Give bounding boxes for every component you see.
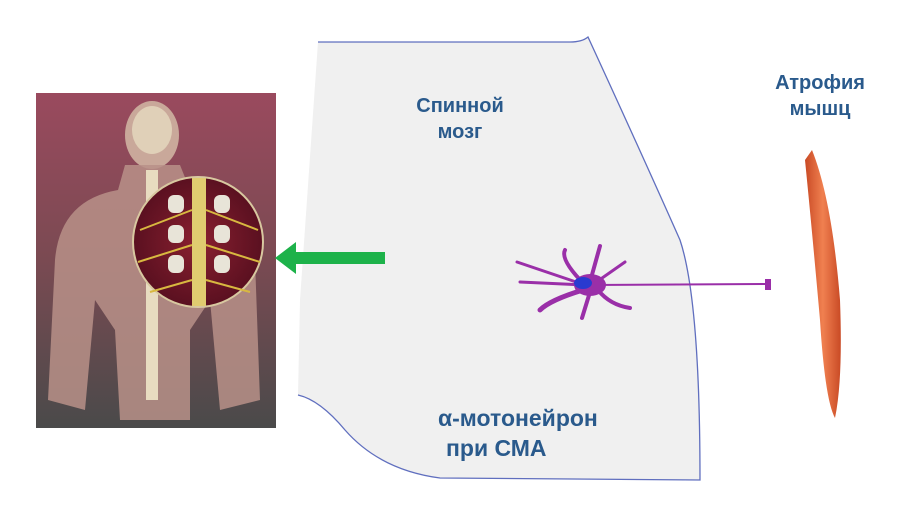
spinal-cord-outline: [297, 35, 701, 481]
label-line: Спинной: [416, 95, 504, 117]
label-line: Атрофия: [775, 72, 865, 94]
muscle-atrophy-label: Атрофия мышц: [755, 70, 885, 122]
spinal-cord-region: [298, 37, 700, 480]
human-body-image: [36, 93, 276, 428]
muscle-icon: [805, 150, 841, 418]
label-line: мозг: [437, 121, 483, 143]
label-line: мышц: [789, 98, 851, 120]
label-line: при СМА: [446, 435, 547, 461]
motoneuron-label: α-мотонейрон при СМА: [438, 403, 598, 463]
green-arrow-icon: [275, 242, 385, 274]
label-line: α-мотонейрон: [438, 405, 598, 431]
spinal-cord-label: Спинной мозг: [395, 93, 525, 145]
motoneuron-icon: [515, 244, 771, 320]
